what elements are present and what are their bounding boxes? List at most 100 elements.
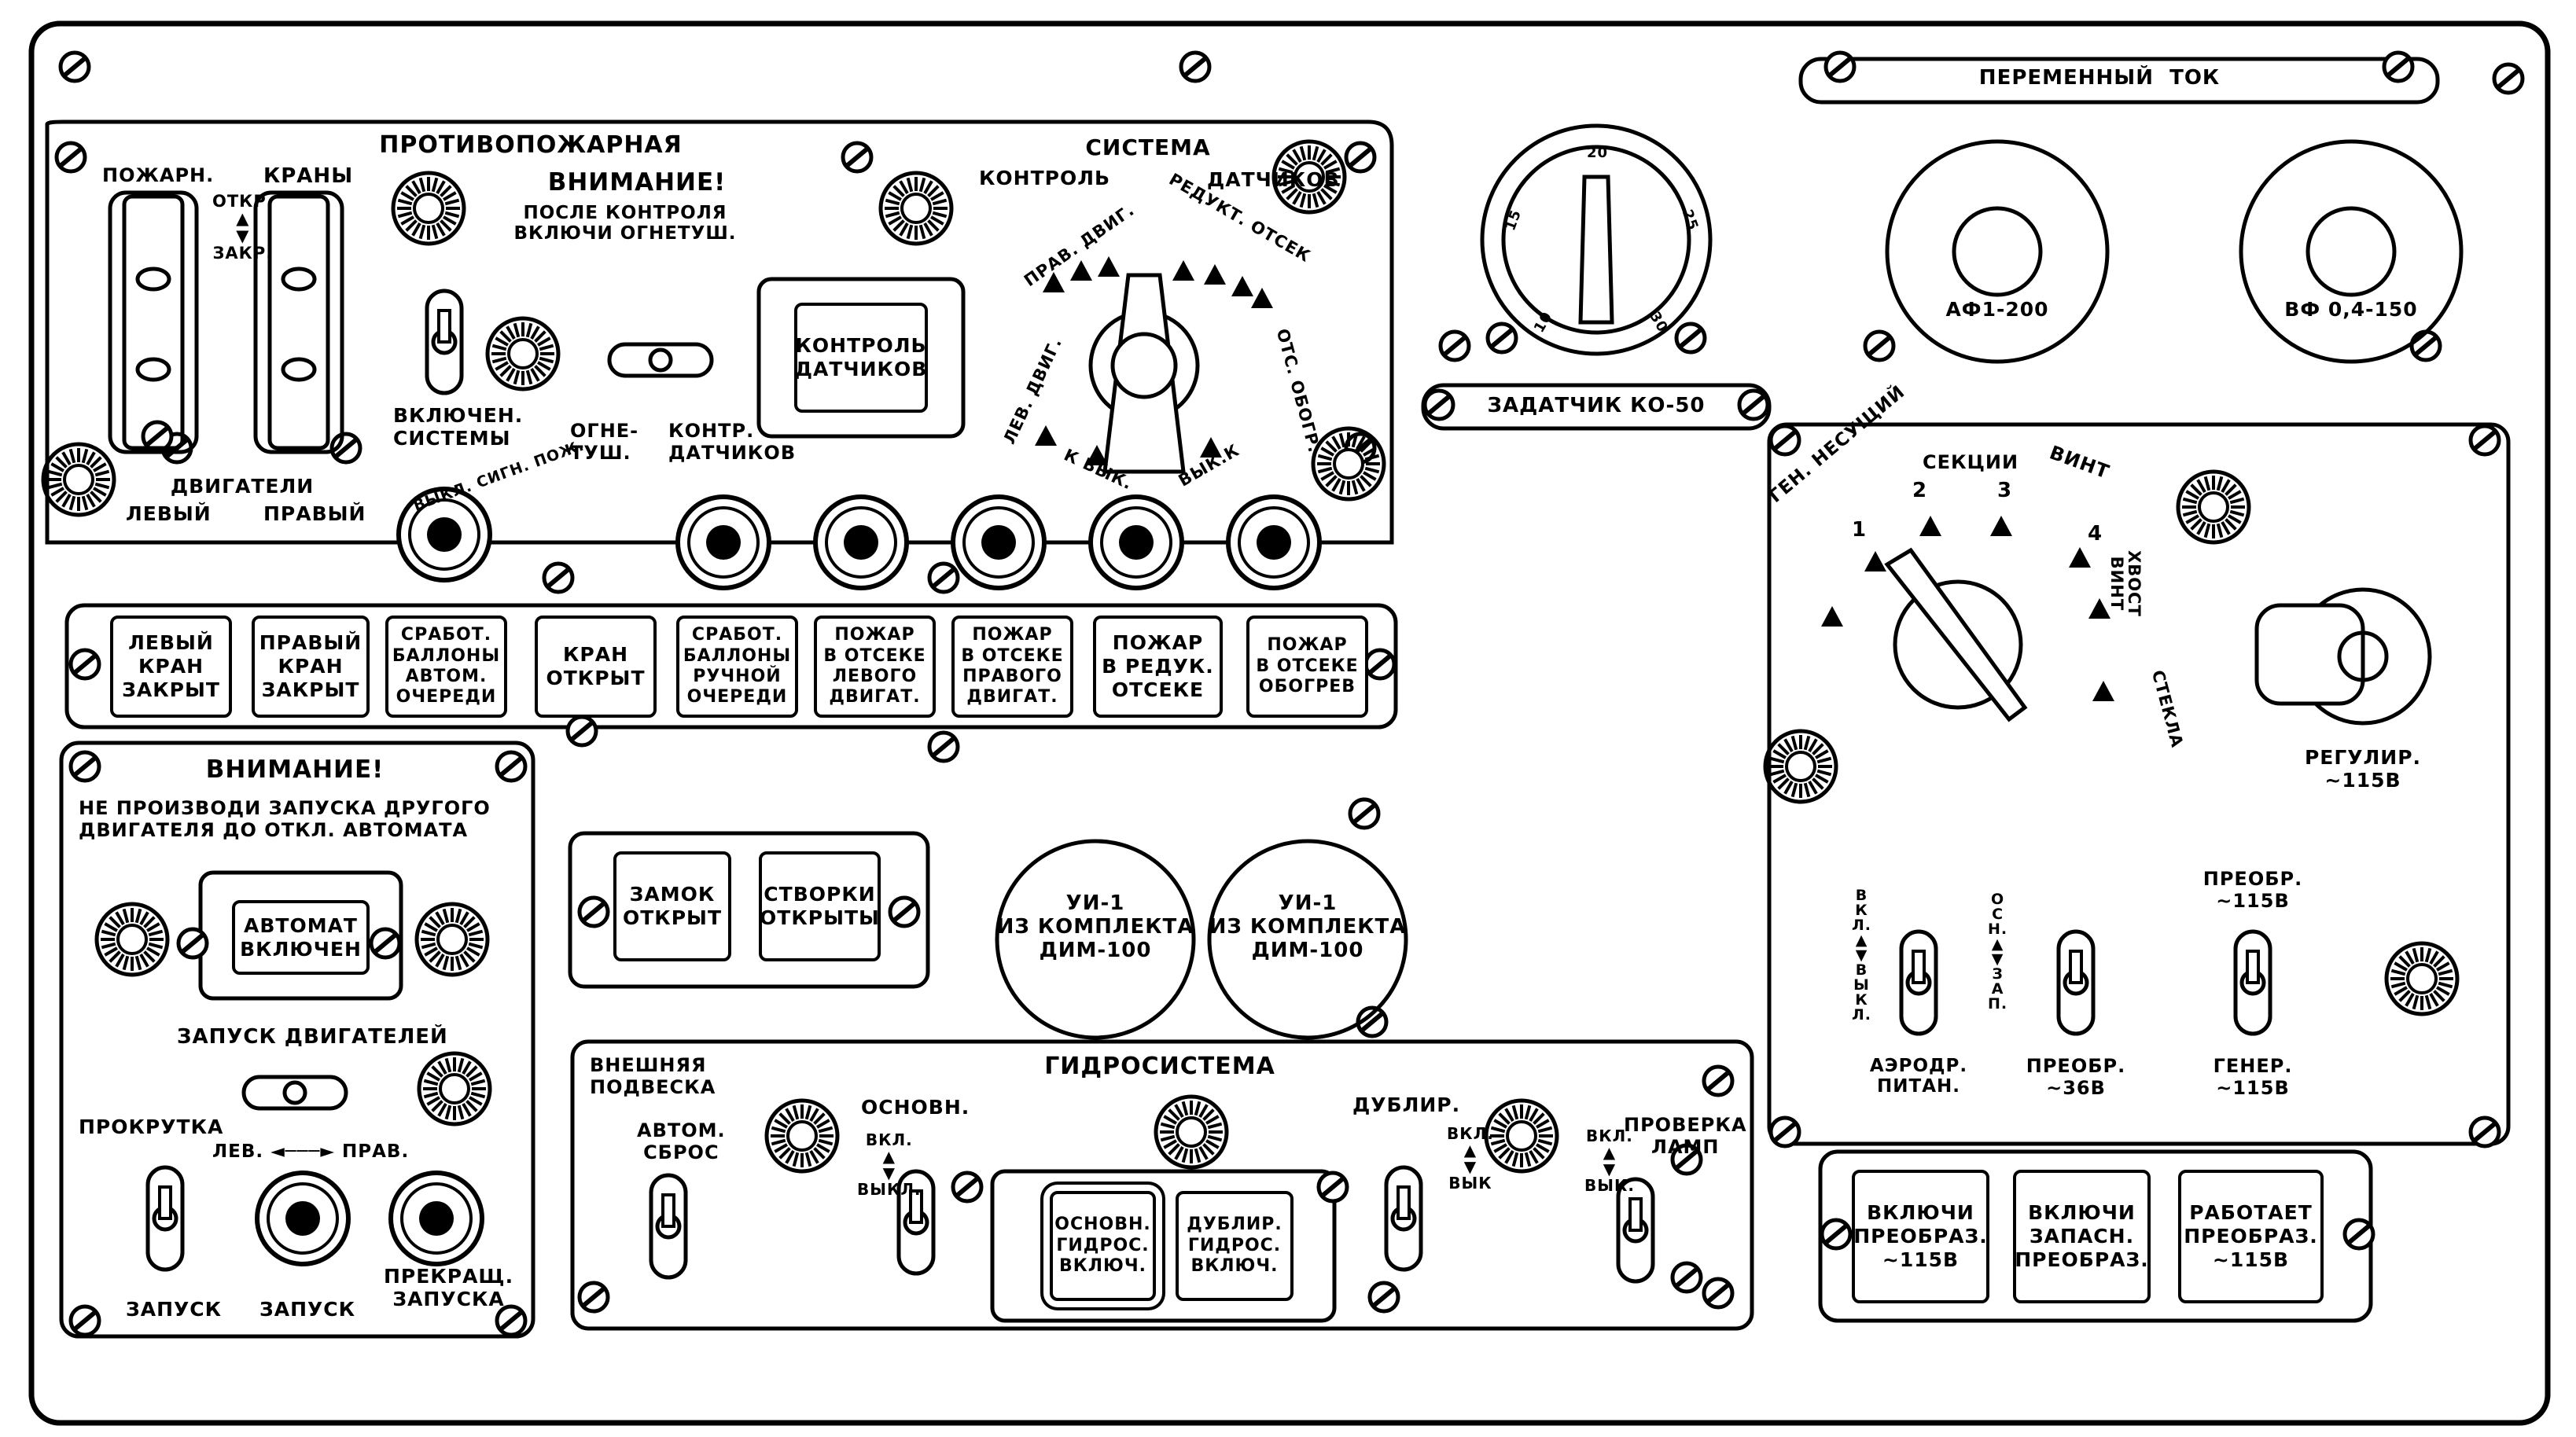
generator-selector bbox=[1884, 547, 2028, 722]
toggle-switch-horizontal[interactable] bbox=[607, 342, 714, 378]
push-button[interactable] bbox=[388, 1171, 484, 1266]
cranking-label: ПРОКРУТКА bbox=[79, 1115, 224, 1138]
knurled-lamp-icon bbox=[391, 171, 466, 246]
ui1-right-label: УИ-1 ИЗ КОМПЛЕКТА ДИМ-100 bbox=[1209, 891, 1407, 962]
regulator-knob bbox=[2254, 587, 2432, 726]
cranes-label-left: ПОЖАРН. bbox=[102, 164, 215, 186]
annunciator-right-crane-closed: ПРАВЫЙ КРАН ЗАКРЫТ bbox=[252, 616, 370, 718]
knurled-lamp-icon bbox=[1271, 139, 1347, 215]
toggle-switch[interactable] bbox=[649, 1173, 688, 1280]
screw bbox=[1485, 322, 1518, 355]
gen-onoff-label: В К Л. ▲ ▼ В Ы К Л. bbox=[1852, 887, 1871, 1024]
toggle-switch-horizontal[interactable] bbox=[241, 1075, 348, 1111]
engine-right-label: ПРАВЫЙ bbox=[263, 502, 366, 525]
screw bbox=[1316, 1171, 1349, 1204]
crane-right-housing bbox=[253, 190, 344, 454]
toggle-switch[interactable] bbox=[1384, 1165, 1423, 1272]
screw bbox=[329, 432, 362, 465]
screw bbox=[2342, 1218, 2375, 1251]
fire-warning-text: ПОСЛЕ КОНТРОЛЯ ВКЛЮЧИ ОГНЕТУШ. bbox=[513, 203, 737, 244]
stop-start-label: ПРЕКРАЩ. ЗАПУСКА bbox=[384, 1265, 514, 1310]
knurled-lamp-icon bbox=[2176, 469, 2251, 545]
toggle-switch[interactable] bbox=[145, 1165, 185, 1272]
fire-warning-title: ВНИМАНИЕ! bbox=[547, 168, 727, 197]
screw bbox=[1438, 329, 1471, 362]
annunciator-main-hydro-on: ОСНОВН. ГИДРОС. ВКЛЮЧ. bbox=[1050, 1191, 1156, 1301]
lamp-check-onoff: ВКЛ. ▲ ▼ ВЫК. bbox=[1584, 1126, 1635, 1195]
screw bbox=[1768, 1115, 1801, 1148]
push-button[interactable] bbox=[255, 1171, 351, 1266]
hydro-main-onoff: ВКЛ. ▲ ▼ ВЫКЛ. bbox=[857, 1130, 922, 1199]
position-marker bbox=[1172, 260, 1194, 281]
sections-label: СЕКЦИИ bbox=[1923, 451, 2019, 473]
push-button[interactable] bbox=[1088, 494, 1184, 590]
push-button[interactable] bbox=[396, 487, 492, 583]
sensor-system-title: СИСТЕМА bbox=[1085, 134, 1211, 160]
setter-label: ЗАДАТЧИК КО-50 bbox=[1487, 394, 1706, 417]
screw bbox=[927, 561, 960, 594]
position-marker bbox=[1204, 264, 1226, 285]
screw bbox=[2468, 424, 2501, 457]
screw bbox=[2382, 50, 2415, 83]
screw bbox=[927, 730, 960, 763]
push-button[interactable] bbox=[675, 494, 771, 590]
knurled-lamp-icon bbox=[41, 442, 116, 517]
sensor-system-right: ДАТЧИКОВ bbox=[1207, 168, 1340, 191]
screw bbox=[1179, 50, 1212, 83]
screws bbox=[54, 50, 2525, 1337]
outer-frame bbox=[28, 20, 2551, 1426]
toggle-switch[interactable] bbox=[1616, 1177, 1655, 1284]
toggle-switch[interactable] bbox=[2233, 929, 2272, 1036]
hydro-backup-label: ДУБЛИР. bbox=[1352, 1093, 1461, 1116]
screw bbox=[951, 1171, 984, 1204]
open-close-label: ОТКР. ▲ ▼ ЗАКР. bbox=[212, 192, 274, 263]
gen-num-3: 3 bbox=[1997, 479, 2013, 502]
ui1-right-gauge bbox=[1207, 839, 1408, 1040]
knurled-lamp-icon bbox=[417, 1051, 492, 1126]
gen-num-1: 1 bbox=[1852, 518, 1868, 542]
screw bbox=[1823, 50, 1857, 83]
screw bbox=[68, 1304, 101, 1337]
position-marker bbox=[2092, 681, 2114, 701]
annunciator-auto-bottles: СРАБОТ. БАЛЛОНЫ АВТОМ. ОЧЕРЕДИ bbox=[385, 616, 507, 718]
knurled-lamp-icon bbox=[485, 316, 561, 391]
push-button[interactable] bbox=[951, 494, 1047, 590]
screw bbox=[565, 715, 598, 748]
position-marker bbox=[1919, 516, 1941, 536]
hydro-main-label: ОСНОВН. bbox=[861, 1096, 970, 1119]
cranes-label-right: КРАНЫ bbox=[263, 164, 354, 188]
toggle-switch[interactable] bbox=[896, 1169, 936, 1276]
position-marker bbox=[1231, 276, 1253, 296]
engines-label: ДВИГАТЕЛИ bbox=[170, 475, 315, 498]
sensor-dial bbox=[1088, 273, 1200, 474]
screw bbox=[1670, 1261, 1703, 1294]
ac-title: ПЕРЕМЕННЫЙ ТОК bbox=[1978, 66, 2221, 90]
screw bbox=[1422, 388, 1455, 421]
gen-num-2: 2 bbox=[1912, 479, 1928, 502]
push-button[interactable] bbox=[813, 494, 909, 590]
gen-num-4: 4 bbox=[2088, 522, 2103, 546]
knurled-lamp-icon bbox=[1763, 729, 1838, 804]
ui1-left-label: УИ-1 ИЗ КОМПЛЕКТА ДИМ-100 bbox=[996, 891, 1194, 962]
screw bbox=[577, 895, 610, 928]
afi-label: АФ1-200 bbox=[1945, 298, 2049, 321]
position-marker bbox=[1864, 551, 1886, 571]
screw bbox=[1737, 388, 1770, 421]
screw bbox=[1702, 1064, 1735, 1097]
toggle-switch[interactable] bbox=[425, 289, 464, 395]
toggle-switch[interactable] bbox=[1899, 929, 1938, 1036]
sensor-ctrl-label: КОНТР. ДАТЧИКОВ bbox=[668, 420, 797, 464]
annunciator-fire-reducer: ПОЖАР В РЕДУК. ОТСЕКЕ bbox=[1093, 616, 1223, 718]
auto-on-annunciator: АВТОМАТ ВКЛЮЧЕН bbox=[232, 900, 370, 975]
knurled-lamp-icon bbox=[1484, 1098, 1559, 1174]
screw bbox=[54, 141, 87, 174]
position-marker bbox=[1251, 288, 1273, 308]
engine-warning-text: НЕ ПРОИЗВОДИ ЗАПУСКА ДРУГОГО ДВИГАТЕЛЯ Д… bbox=[79, 797, 491, 841]
generator-label: ГЕНЕР. ~115В bbox=[2213, 1055, 2293, 1099]
screw bbox=[495, 750, 528, 783]
toggle-switch[interactable] bbox=[2056, 929, 2096, 1036]
sensor-check-annunciator: КОНТРОЛЬ ДАТЧИКОВ bbox=[794, 303, 928, 413]
screw bbox=[141, 420, 174, 453]
push-button[interactable] bbox=[1226, 494, 1322, 590]
knurled-lamp-icon bbox=[1311, 426, 1386, 502]
